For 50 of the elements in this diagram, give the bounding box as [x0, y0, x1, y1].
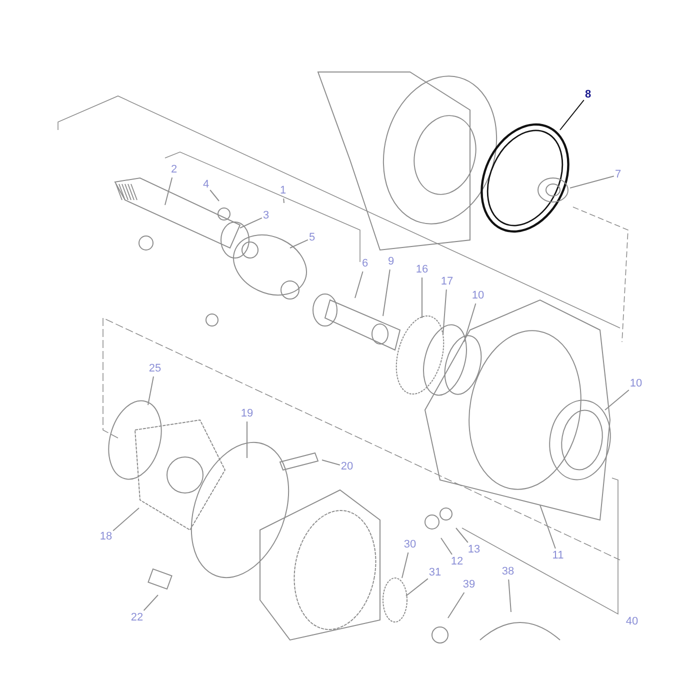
leader-line — [560, 100, 584, 130]
leader-line — [354, 271, 364, 298]
callout-number: 6 — [362, 258, 368, 270]
leader-line — [456, 528, 468, 543]
callout-number: 10 — [472, 290, 484, 302]
callout-number: 3 — [262, 210, 270, 222]
leader-line — [210, 190, 220, 202]
leader-line — [508, 579, 512, 612]
leader-line — [442, 289, 447, 336]
callout-number: 13 — [468, 544, 480, 556]
callout-number: 2 — [170, 164, 178, 176]
leader-line — [283, 198, 284, 204]
leader-line — [448, 592, 465, 618]
leader-line — [540, 504, 556, 549]
callout-number: 40 — [626, 616, 638, 628]
callout-number: 9 — [388, 256, 394, 268]
callout-number: 16 — [416, 264, 428, 276]
callout-number: 11 — [552, 550, 564, 562]
leader-line — [402, 552, 409, 578]
callout-number: 20 — [340, 460, 354, 474]
callout-number: 1 — [280, 184, 286, 198]
callout-number: 39 — [462, 578, 476, 592]
callout-number: 8 — [584, 88, 592, 102]
leader-line — [604, 390, 630, 410]
leader-line — [322, 460, 340, 466]
callout-number: 38 — [502, 566, 514, 578]
callout-number: 22 — [130, 612, 144, 624]
callout-number: 19 — [240, 408, 254, 420]
leader-line — [464, 303, 476, 342]
leader-line — [164, 177, 173, 206]
callout-number: 4 — [202, 178, 210, 192]
leader-line — [382, 269, 390, 316]
leader-line — [148, 376, 154, 406]
leader-line — [290, 239, 308, 248]
callout-number: 30 — [404, 538, 416, 552]
callout-number: 7 — [614, 168, 622, 182]
leader-line — [406, 578, 428, 596]
callout-number: 12 — [450, 556, 464, 568]
leader-line — [240, 217, 262, 228]
leader-line — [112, 508, 140, 532]
callout-number: 10 — [630, 378, 642, 390]
callout-number: 31 — [428, 566, 442, 580]
leader-line — [440, 538, 452, 555]
callout-number: 18 — [100, 530, 112, 544]
callout-number: 5 — [308, 232, 316, 244]
leader-line — [143, 594, 158, 611]
callout-number: 25 — [148, 362, 162, 376]
leader-line — [570, 176, 614, 188]
callout-number: 17 — [440, 276, 454, 288]
leader-line — [246, 421, 248, 458]
